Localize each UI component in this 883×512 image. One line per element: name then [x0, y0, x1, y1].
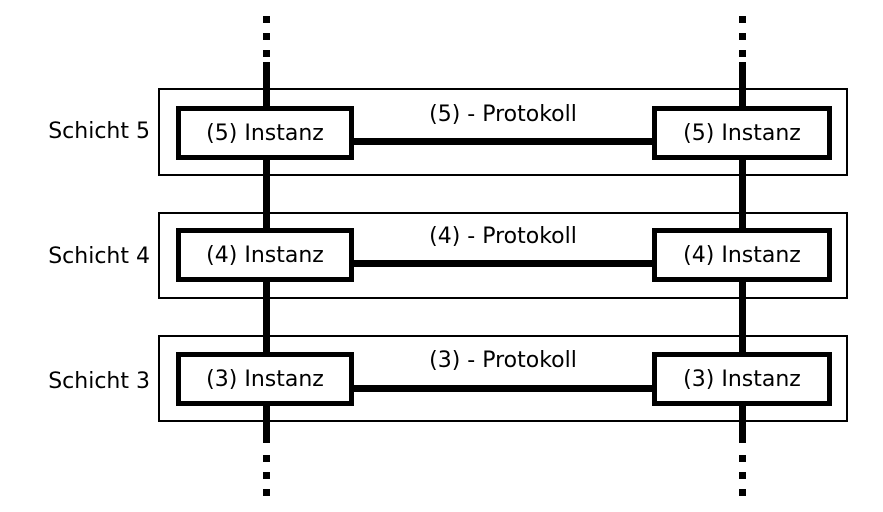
layer-4-outer-box — [158, 212, 848, 299]
layer-4-protocol-line — [354, 260, 652, 267]
dotted-continuation-top-left — [263, 16, 270, 57]
dotted-continuation-bottom-left — [263, 455, 270, 496]
layer-3-instance-left: (3) Instanz — [176, 352, 354, 406]
layer-5-instance-right: (5) Instanz — [652, 106, 832, 160]
layer-5-label: Schicht 5 — [48, 119, 150, 144]
layer-5-outer-box — [158, 88, 848, 176]
layer-3-protocol-line — [354, 385, 652, 392]
layer-3-label: Schicht 3 — [48, 369, 150, 394]
layer-5-instance-left: (5) Instanz — [176, 106, 354, 160]
layer-3-protocol-label: (3) - Protokoll — [429, 348, 577, 373]
layer-3-instance-right: (3) Instanz — [652, 352, 832, 406]
layer-4-label: Schicht 4 — [48, 244, 150, 269]
layer-4-instance-right: (4) Instanz — [652, 228, 832, 282]
dotted-continuation-top-right — [739, 16, 746, 57]
layer-4-protocol-label: (4) - Protokoll — [429, 224, 577, 249]
layer-5-protocol-line — [354, 138, 652, 145]
layer-4-instance-left: (4) Instanz — [176, 228, 354, 282]
layer-5-protocol-label: (5) - Protokoll — [429, 102, 577, 127]
layer-3-outer-box — [158, 335, 848, 422]
dotted-continuation-bottom-right — [739, 455, 746, 496]
